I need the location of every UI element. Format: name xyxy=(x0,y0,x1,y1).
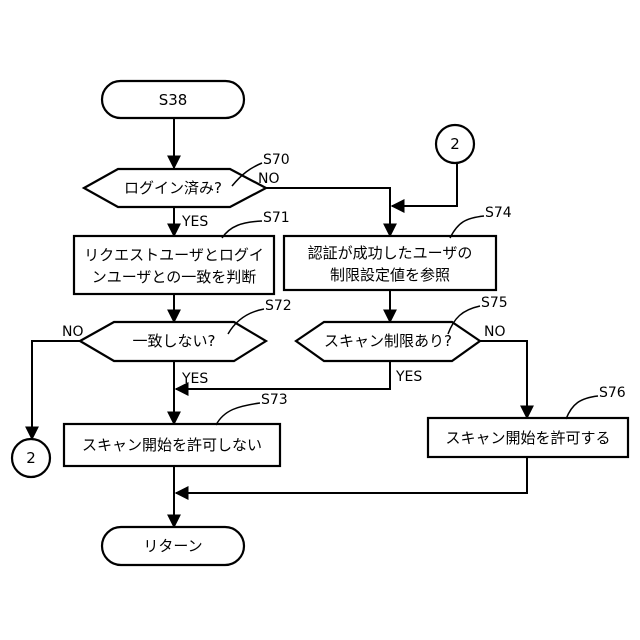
step-label-s70: S70 xyxy=(263,152,290,168)
start-label: S38 xyxy=(159,91,188,109)
step-label-s72: S72 xyxy=(265,298,292,314)
step-label-s71: S71 xyxy=(263,210,290,226)
check-user-label-line1: リクエストユーザとログイ xyxy=(84,246,264,264)
restrict-decision-label: スキャン制限あり? xyxy=(324,332,452,350)
check-user-label-line2: ンユーザとの一致を判断 xyxy=(92,268,257,286)
allow-scan-label: スキャン開始を許可する xyxy=(445,429,610,447)
connector-in-label: 2 xyxy=(450,135,460,153)
refer-limit-label-line1: 認証が成功したユーザの xyxy=(308,244,473,262)
step-label-s73: S73 xyxy=(261,392,288,408)
step-label-s75: S75 xyxy=(481,295,508,311)
match-no-label: NO xyxy=(62,324,84,340)
refer-limit-label-line2: 制限設定値を参照 xyxy=(330,266,450,284)
restrict-yes-label: YES xyxy=(395,369,422,385)
match-decision-label: 一致しない? xyxy=(133,332,216,350)
login-yes-label: YES xyxy=(181,214,208,230)
connector-out-label: 2 xyxy=(26,449,36,467)
step-label-s76: S76 xyxy=(599,385,626,401)
match-yes-label: YES xyxy=(181,371,208,387)
deny-scan-label: スキャン開始を許可しない xyxy=(82,436,262,454)
end-label: リターン xyxy=(143,537,202,555)
login-no-label: NO xyxy=(258,171,280,187)
restrict-no-label: NO xyxy=(484,324,506,340)
login-decision-label: ログイン済み? xyxy=(124,179,222,197)
step-label-s74: S74 xyxy=(485,205,512,221)
